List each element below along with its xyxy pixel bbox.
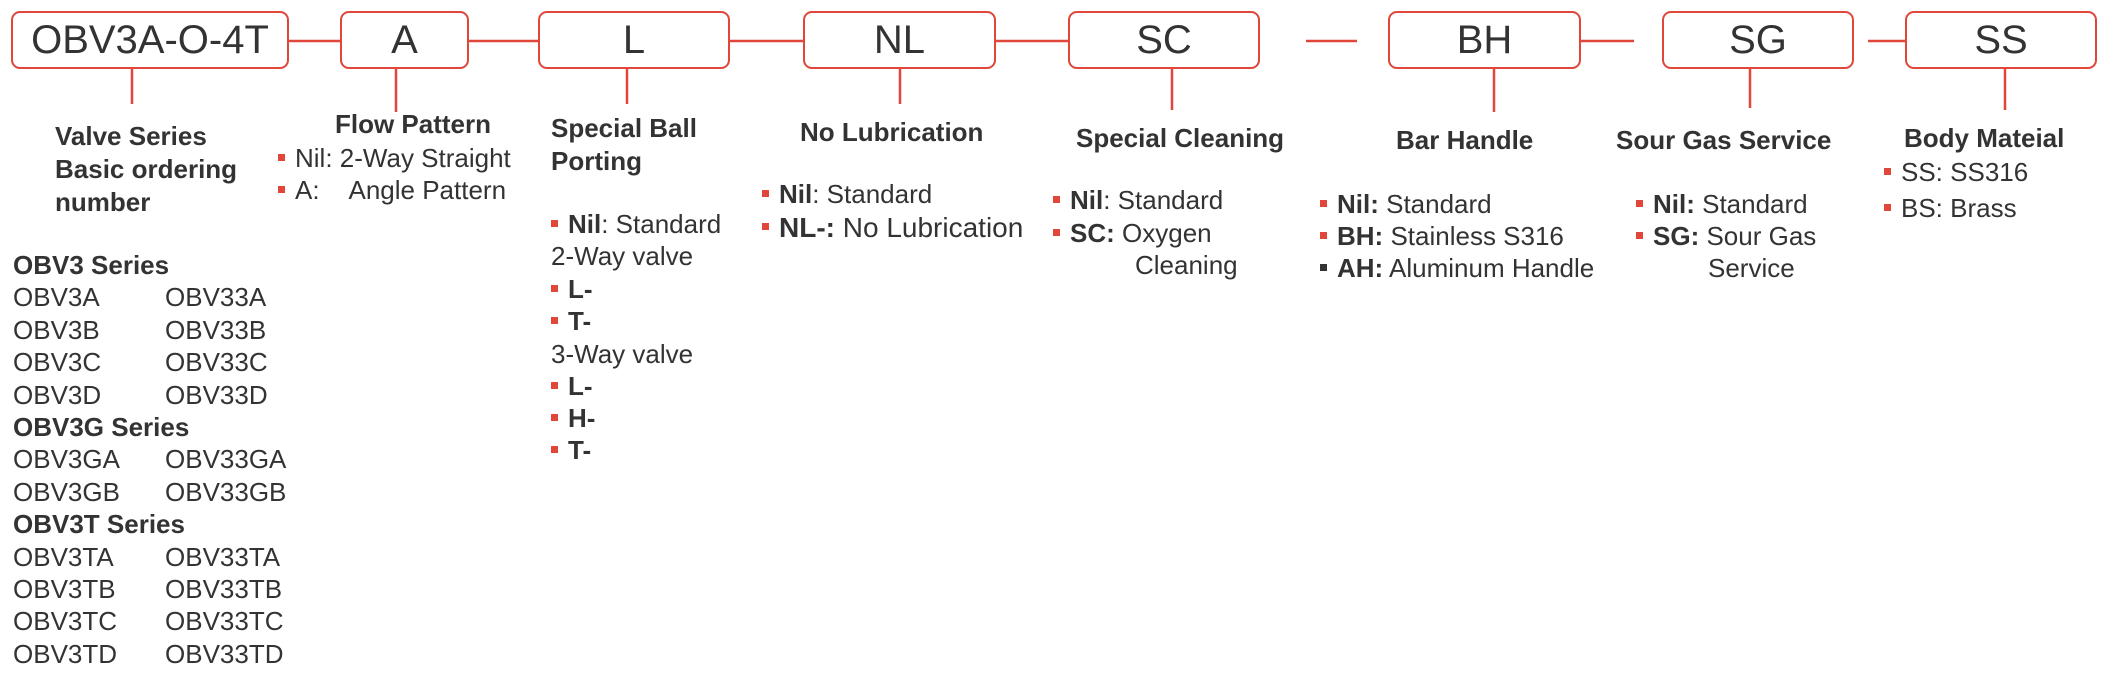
series-model-single: OBV3TC xyxy=(13,606,118,637)
flow-title: Flow Pattern xyxy=(335,109,492,139)
series-model-single: OBV3TD xyxy=(13,638,118,669)
porting-title-line-2: Porting xyxy=(551,146,642,176)
series-model-double: OBV33TB xyxy=(165,574,283,604)
bullet-icon xyxy=(1320,231,1327,239)
porting-item-nil: Nil: Standard xyxy=(551,208,721,240)
clean-item-sc-cont: Cleaning xyxy=(1135,250,1238,280)
porting-2way-l: L- xyxy=(551,273,593,305)
bullet-icon xyxy=(551,316,558,324)
porting-2way-label: 2-Way valve xyxy=(551,241,694,271)
bullet-icon xyxy=(762,223,769,231)
handle-title: Bar Handle xyxy=(1396,125,1534,155)
series-model-single: OBV3D xyxy=(13,379,102,410)
body-code-box: SS xyxy=(1905,11,2097,69)
bullet-icon xyxy=(278,153,285,161)
bullet-icon xyxy=(1053,228,1060,236)
series-model-double: OBV33TC xyxy=(165,606,284,637)
bullet-icon xyxy=(551,381,558,389)
series-model-double: OBV33D xyxy=(165,379,268,410)
sour-item-sg: SG: Sour Gas xyxy=(1636,220,1816,252)
porting-3way-h: H- xyxy=(551,402,595,434)
porting-3way-l: L- xyxy=(551,370,593,402)
series-model-double: OBV33A xyxy=(165,282,267,313)
series-model-double: OBV33TD xyxy=(165,638,284,669)
series-model-single: OBV3B xyxy=(13,314,100,345)
flow-item-a: A: Angle Pattern xyxy=(278,174,506,206)
porting-code-box: L xyxy=(538,11,730,69)
bullet-icon xyxy=(551,219,558,227)
bullet-icon xyxy=(278,185,285,193)
series-code-box: OBV3A-O-4T xyxy=(11,11,289,69)
series-model-double: OBV33TA xyxy=(165,541,281,572)
series-model-double: OBV33GB xyxy=(165,476,287,507)
sour-item-nil: Nil: Standard xyxy=(1636,188,1808,220)
series-model-single: OBV3TB xyxy=(13,574,116,604)
series-model-double: OBV33C xyxy=(165,347,268,378)
bullet-icon xyxy=(551,445,558,453)
bullet-icon xyxy=(762,189,769,197)
body-item-ss: SS: SS316 xyxy=(1884,156,2028,188)
bullet-icon xyxy=(1320,263,1327,271)
series-title-line-3: number xyxy=(55,187,151,217)
clean-item-nil: Nil: Standard xyxy=(1053,184,1223,216)
bullet-icon xyxy=(1636,199,1643,207)
series-model-single: OBV3GB xyxy=(13,476,120,507)
flow-item-nil: Nil: 2-Way Straight xyxy=(278,142,511,174)
series-model-single: OBV3A xyxy=(13,282,100,313)
lube-title: No Lubrication xyxy=(800,117,984,147)
body-item-bs: BS: Brass xyxy=(1884,192,2017,224)
body-title: Body Mateial xyxy=(1904,123,2065,153)
bullet-icon xyxy=(551,413,558,421)
porting-2way-t: T- xyxy=(551,305,591,337)
clean-title: Special Cleaning xyxy=(1076,123,1285,153)
series-title-line-2: Basic ordering xyxy=(55,154,238,184)
flow-code-box: A xyxy=(340,11,469,69)
bullet-icon xyxy=(1053,195,1060,203)
bullet-icon xyxy=(1320,199,1327,207)
series-model-double: OBV33GA xyxy=(165,444,287,475)
clean-code-box: SC xyxy=(1068,11,1260,69)
handle-item-bh: BH: Stainless S316 xyxy=(1320,220,1564,252)
bullet-icon xyxy=(551,284,558,292)
series-model-single: OBV3TA xyxy=(13,541,114,572)
lube-item-nl: NL-: No Lubrication xyxy=(762,212,1023,244)
sour-title: Sour Gas Service xyxy=(1616,125,1832,155)
series-group-title: OBV3T Series xyxy=(13,509,185,540)
series-model-double: OBV33B xyxy=(165,314,267,345)
lube-item-nil: Nil: Standard xyxy=(762,178,932,210)
porting-3way-label: 3-Way valve xyxy=(551,339,694,369)
bullet-icon xyxy=(1636,231,1643,239)
bullet-icon xyxy=(1884,203,1891,211)
handle-item-nil: Nil: Standard xyxy=(1320,188,1492,220)
handle-code-box: BH xyxy=(1388,11,1581,69)
series-model-single: OBV3GA xyxy=(13,444,120,475)
porting-3way-t: T- xyxy=(551,434,591,466)
series-group-title: OBV3 Series xyxy=(13,250,170,280)
sour-item-sg-cont: Service xyxy=(1708,253,1795,283)
lube-code-box: NL xyxy=(803,11,996,69)
series-group-title: OBV3G Series xyxy=(13,412,190,442)
sour-code-box: SG xyxy=(1662,11,1854,69)
handle-item-ah: AH: Aluminum Handle xyxy=(1320,252,1594,284)
porting-title-line-1: Special Ball xyxy=(551,113,697,143)
bullet-icon xyxy=(1884,167,1891,175)
clean-item-sc: SC: Oxygen xyxy=(1053,217,1212,249)
series-title-line-1: Valve Series xyxy=(55,121,207,151)
series-model-single: OBV3C xyxy=(13,347,102,378)
